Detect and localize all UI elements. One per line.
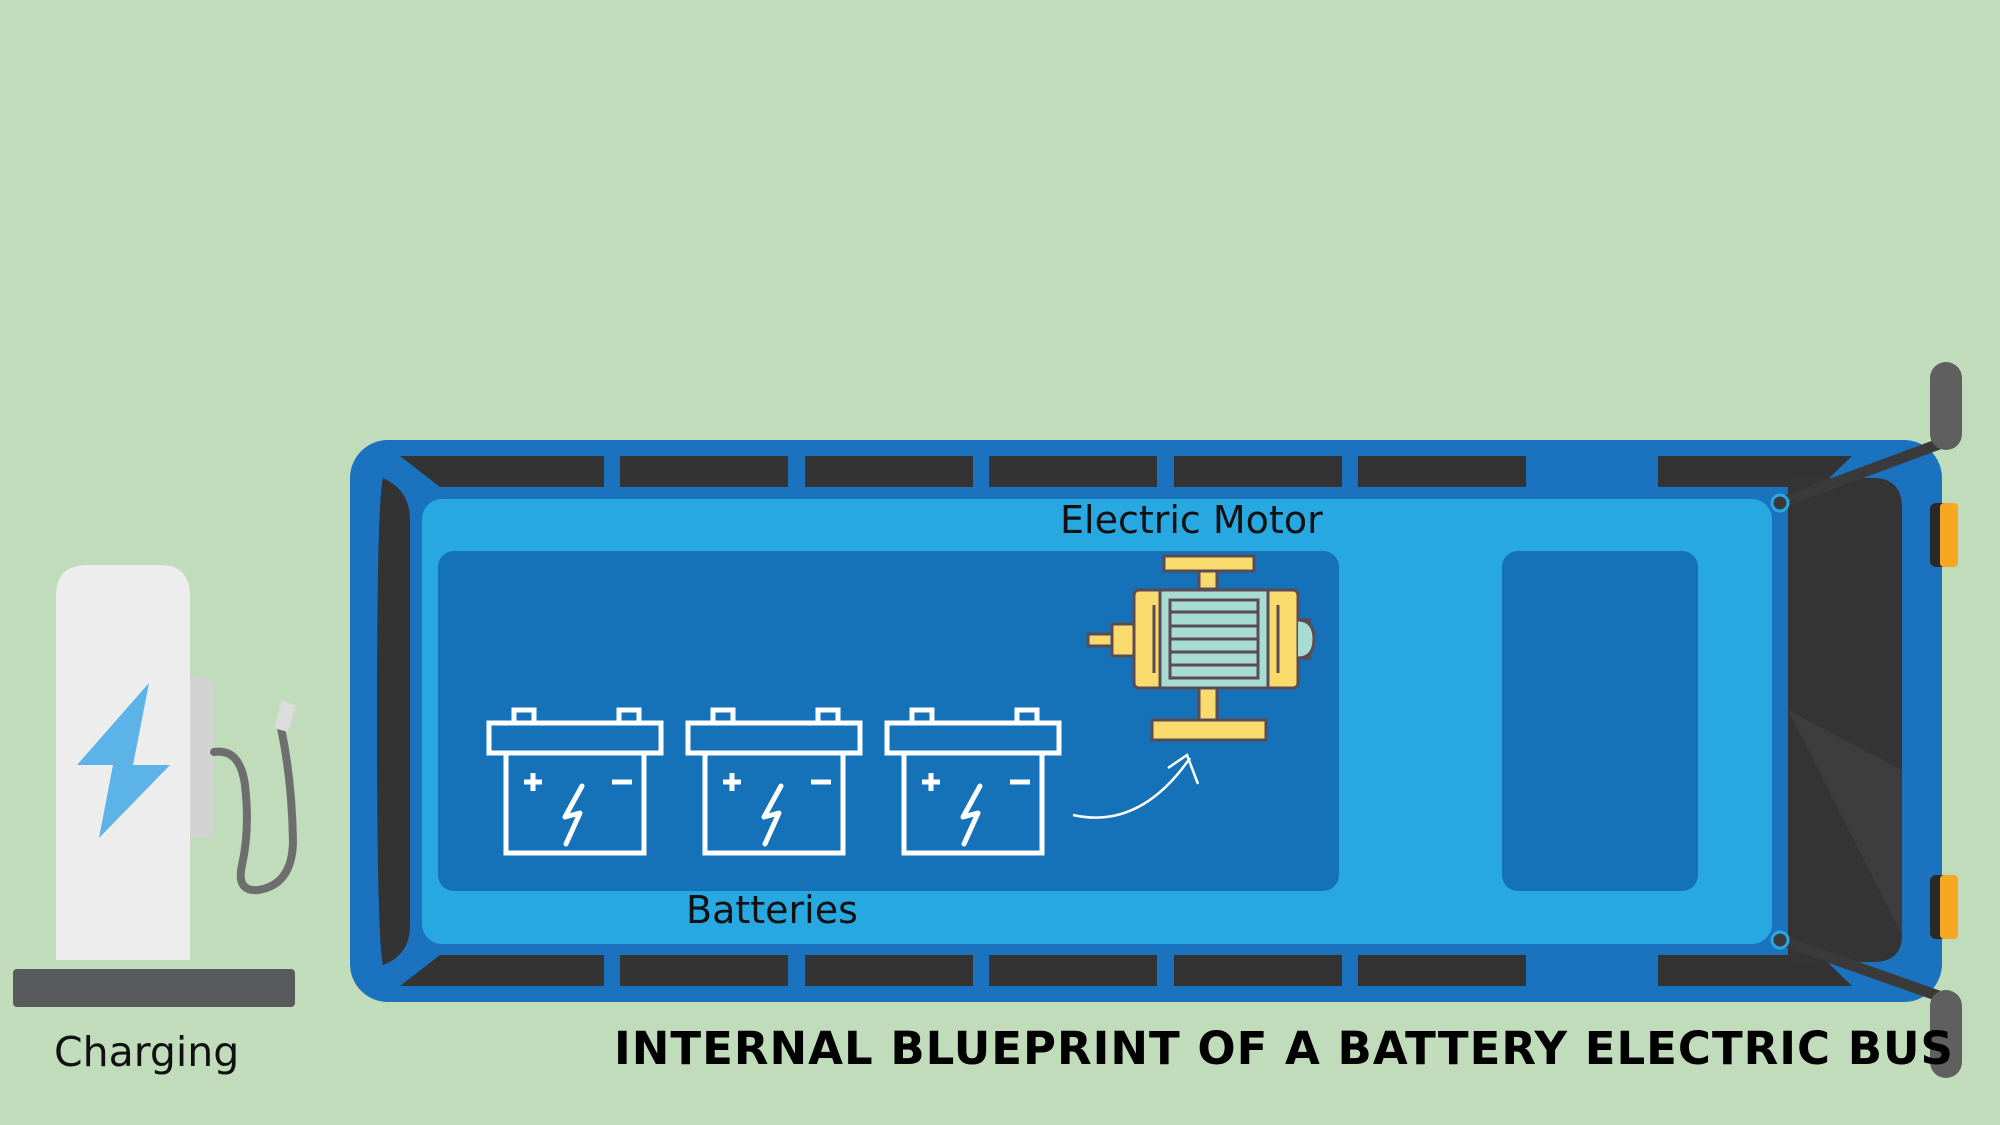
rear-compartment xyxy=(1502,551,1698,891)
bus-icon xyxy=(350,362,1962,1078)
diagram-title: INTERNAL BLUEPRINT OF A BATTERY ELECTRIC… xyxy=(614,1022,1954,1075)
side-windows-bottom xyxy=(400,955,1852,986)
charging-plug-icon xyxy=(274,700,296,732)
charging-cable-icon xyxy=(210,724,298,895)
batteries-label: Batteries xyxy=(686,888,858,932)
electric-motor-icon xyxy=(1086,554,1316,742)
charging-station-icon xyxy=(13,565,298,1007)
arrow-icon xyxy=(1072,753,1200,819)
rear-window xyxy=(377,478,410,965)
lightning-bolt-icon xyxy=(77,683,170,838)
side-mirror-icon xyxy=(1770,362,1962,1078)
electric-motor-label: Electric Motor xyxy=(1060,498,1323,542)
charging-label: Charging xyxy=(54,1028,240,1076)
headlight-icon xyxy=(1930,503,1958,939)
charger-base xyxy=(13,969,295,1007)
